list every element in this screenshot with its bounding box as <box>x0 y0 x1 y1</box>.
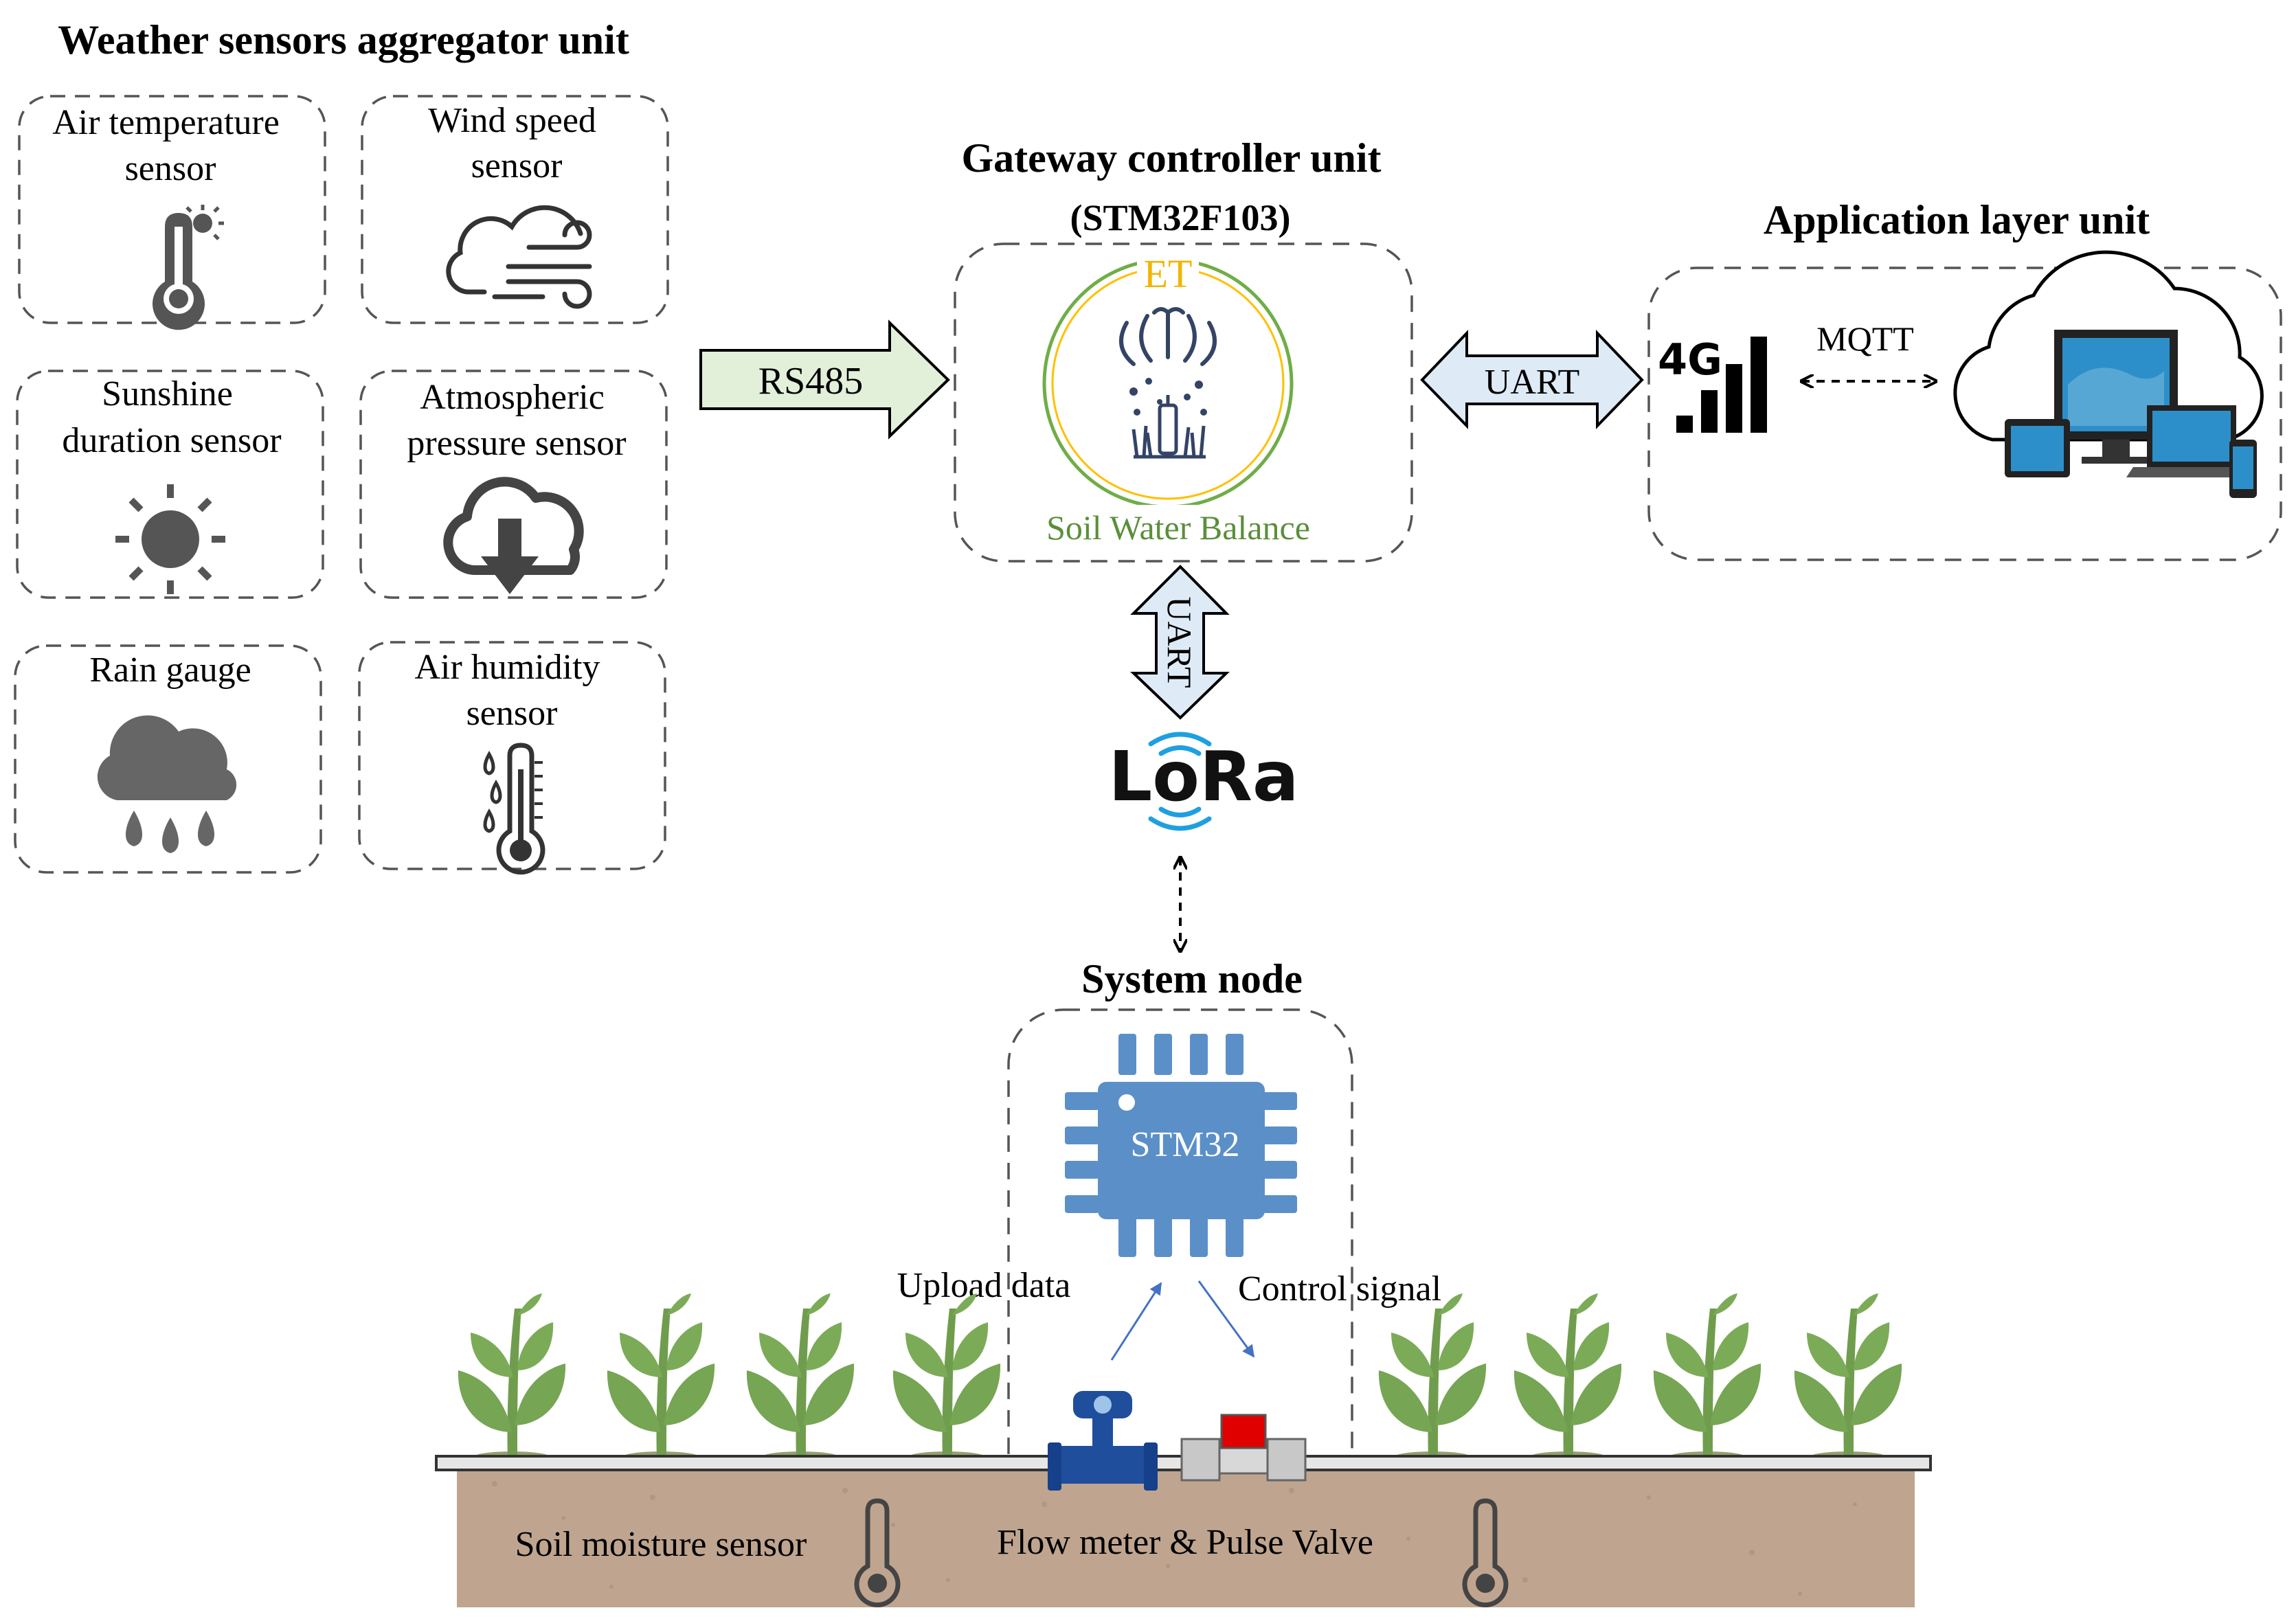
sun-icon <box>115 484 225 594</box>
thermometer-sun-icon <box>153 205 224 330</box>
pulse-valve-icon <box>1180 1414 1307 1482</box>
stm32-label: STM32 <box>1131 1125 1240 1164</box>
flow-meter-icon <box>1048 1391 1158 1491</box>
plants-left <box>458 1293 1001 1465</box>
cellular-4g-icon: 4G <box>1658 335 1767 433</box>
soil-ground <box>457 1463 1915 1607</box>
weather-unit-title: Weather sensors aggregator unit <box>58 17 629 63</box>
atmospheric-box <box>359 370 668 599</box>
sunshine-label: Sunshine duration sensor <box>62 374 281 460</box>
uart-lora-label: UART <box>1160 596 1199 688</box>
application-unit-title: Application layer unit <box>1764 197 2150 242</box>
rain-gauge-label: Rain gauge <box>89 650 251 690</box>
flow-valve-label: Flow meter & Pulse Valve <box>997 1523 1373 1562</box>
cloud-devices-icon <box>1953 250 2264 498</box>
upload-arrow <box>1110 1282 1162 1361</box>
soil-sensor-label: Soil moisture sensor <box>515 1525 807 1564</box>
gateway-chip-title: (STM32F103) <box>1070 197 1291 238</box>
rain-gauge-box <box>14 644 322 874</box>
lora-logo: LoRa <box>1109 732 1299 831</box>
control-arrow <box>1197 1280 1255 1358</box>
gateway-unit-title: Gateway controller unit <box>961 135 1381 181</box>
sunshine-box <box>16 370 324 599</box>
cloud-download-icon <box>443 477 584 594</box>
cellular-label: 4G <box>1658 335 1722 385</box>
soil-texture <box>492 1481 1857 1596</box>
upload-data-label: Upload data <box>897 1266 1071 1305</box>
rs485-label: RS485 <box>758 360 864 403</box>
uart-app-arrow <box>1420 330 1644 429</box>
rain-cloud-icon <box>97 715 237 853</box>
wind-speed-box <box>361 95 669 324</box>
lora-text: LoRa <box>1109 736 1299 817</box>
wind-cloud-icon <box>446 205 592 309</box>
logo-bottom-text: Soil Water Balance <box>1046 508 1310 547</box>
thermometer-drops-icon <box>483 743 545 875</box>
atmospheric-label: Atmospheric pressure sensor <box>407 378 626 463</box>
wind-speed-label: Wind speed sensor <box>428 101 605 185</box>
gateway-box <box>954 242 1413 563</box>
soil-water-balance-logo: ET Soil Water Balance <box>1042 251 1310 547</box>
system-node-title: System node <box>1081 956 1303 1001</box>
rs485-arrow <box>699 319 950 440</box>
plants-right <box>1378 1293 1902 1465</box>
logo-top-text: ET <box>1144 251 1193 296</box>
mqtt-label: MQTT <box>1816 319 1914 358</box>
stm32-chip: STM32 <box>1065 1034 1297 1257</box>
uart-lora-arrow <box>1130 565 1230 720</box>
uart-app-label: UART <box>1485 363 1579 402</box>
control-signal-label: Control signal <box>1238 1269 1441 1309</box>
air-humidity-label: Air humidity sensor <box>414 648 609 733</box>
air-temperature-label: Air temperature sensor <box>52 103 289 188</box>
